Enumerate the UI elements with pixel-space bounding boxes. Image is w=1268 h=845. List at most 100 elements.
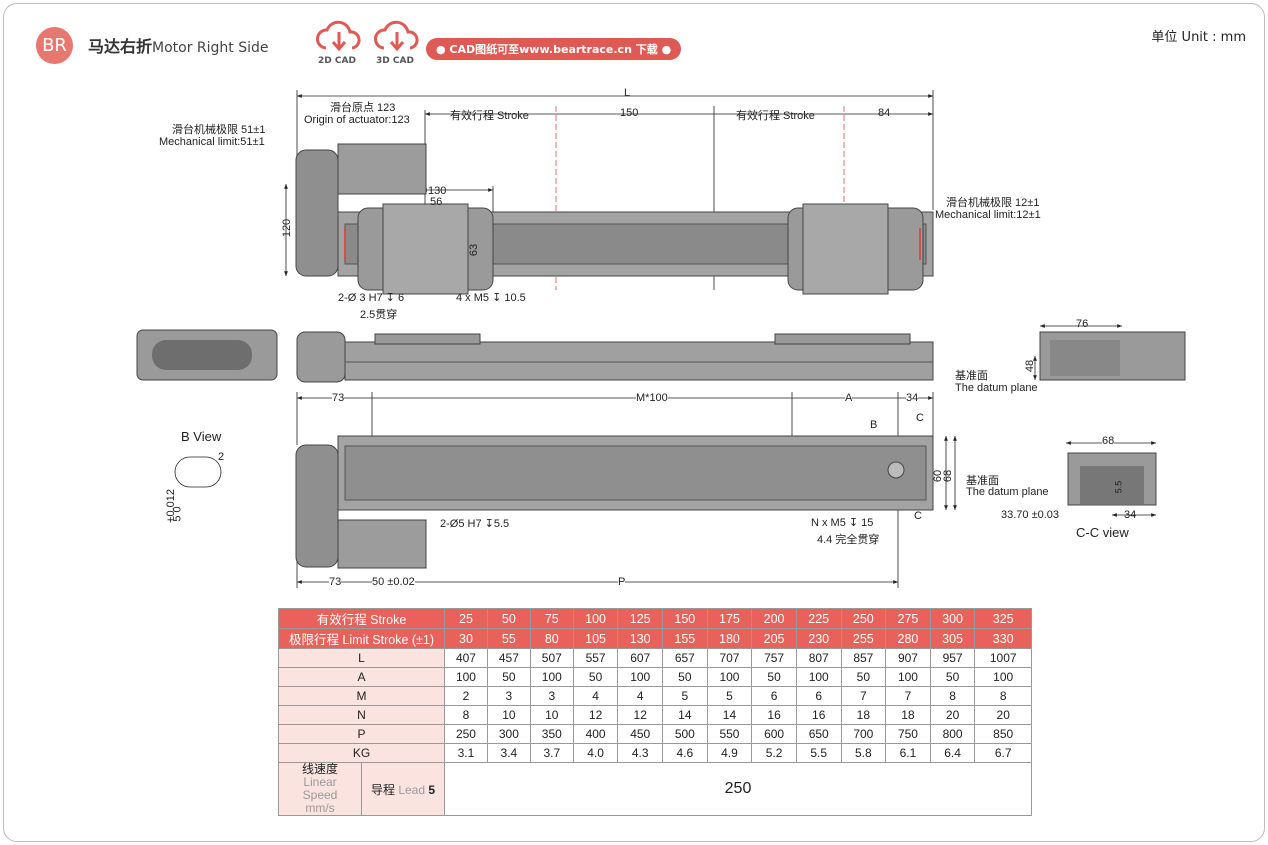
table-cell: 100 [706, 667, 753, 687]
table-cell: 100 [572, 608, 619, 629]
stroke-row-label: 有效行程 Stroke [278, 608, 445, 629]
table-cell: 807 [795, 648, 842, 668]
table-cell: 5 [706, 686, 753, 706]
table-cell: 4.3 [617, 743, 664, 763]
dim-P: P [618, 576, 626, 588]
mech-limit-left-cn: 滑台机械极限 51±1 [172, 124, 266, 136]
table-cell: 50 [486, 667, 531, 687]
table-cell: 3 [529, 686, 574, 706]
table-cell: 7 [885, 686, 931, 706]
table-cell: 10 [529, 705, 574, 725]
table-cell: 100 [529, 667, 574, 687]
dim-84: 84 [878, 107, 891, 119]
tolerance-2: 5 0 [171, 506, 184, 522]
table-cell: 225 [795, 608, 842, 629]
side-view [136, 329, 934, 383]
series-badge: BR [36, 27, 73, 64]
title-en: Motor Right Side [152, 40, 269, 56]
lead-en: Lead [398, 782, 426, 797]
technical-drawing [136, 90, 1186, 588]
hole-spec-4: N x M5 ↧ 15 [811, 517, 874, 529]
unit-label: 单位 Unit : mm [1151, 30, 1246, 45]
top-view [295, 143, 934, 295]
table-cell: 8 [974, 686, 1032, 706]
table-cell: 230 [795, 628, 842, 649]
table-cell: 507 [529, 648, 574, 668]
table-cell: 205 [751, 628, 797, 649]
table-cell: 250 [444, 724, 488, 744]
table-cell: 3.7 [529, 743, 574, 763]
dim-34-section: 34 [1124, 509, 1137, 521]
table-cell: 12 [617, 705, 664, 725]
table-cell: 20 [974, 705, 1032, 725]
table-cell: 50 [662, 667, 708, 687]
table-cell: 800 [929, 724, 976, 744]
cad-2d-button[interactable]: 2D CAD [310, 18, 368, 70]
table-cell: 125 [617, 608, 664, 629]
row-label: M [278, 686, 445, 706]
table-cell: 957 [929, 648, 976, 668]
section-C-bottom: C [914, 510, 922, 522]
datum-en: The datum plane [955, 382, 1038, 394]
section-C-top: C [916, 412, 924, 424]
table-cell: 100 [795, 667, 842, 687]
table-cell: 7 [840, 686, 887, 706]
table-cell: 155 [662, 628, 708, 649]
table-cell: 557 [572, 648, 619, 668]
hole-spec-3: 2-Ø5 H7 ↧5.5 [440, 518, 510, 530]
table-cell: 5 [662, 686, 708, 706]
table-cell: 280 [885, 628, 931, 649]
speed-unit: mm/s [305, 801, 335, 815]
table-cell: 325 [974, 608, 1032, 629]
table-cell: 3 [486, 686, 531, 706]
table-cell: 30 [444, 628, 488, 649]
end-view [1039, 331, 1186, 381]
table-cell: 50 [751, 667, 797, 687]
table-cell: 305 [929, 628, 976, 649]
origin-en: Origin of actuator:123 [304, 114, 410, 126]
dim-68: 68 [1102, 435, 1115, 447]
lead-value: 5 [428, 782, 436, 797]
datum2-en: The datum plane [966, 486, 1049, 498]
dim-120: 120 [281, 218, 294, 238]
lead-cn: 导程 [370, 782, 395, 797]
table-cell: 50 [929, 667, 976, 687]
table-cell: 650 [795, 724, 842, 744]
table-cell: 1007 [974, 648, 1032, 668]
limit-row-label: 极限行程 Limit Stroke (±1) [278, 628, 445, 649]
table-cell: 200 [751, 608, 797, 629]
cloud-download-icon [316, 20, 361, 52]
table-cell: 757 [751, 648, 797, 668]
table-cell: 100 [974, 667, 1032, 687]
table-cell: 175 [706, 608, 753, 629]
table-cell: 330 [974, 628, 1032, 649]
cloud-download-icon [374, 20, 419, 52]
download-link[interactable]: ● CAD图纸可至www.beartrace.cn 下载 ● [426, 38, 682, 60]
table-cell: 907 [885, 648, 931, 668]
bottom-view [295, 435, 934, 569]
page-frame [3, 3, 1265, 842]
table-cell: 16 [795, 705, 842, 725]
table-cell: 4.9 [706, 743, 753, 763]
cad-3d-button[interactable]: 3D CAD [368, 18, 426, 70]
mech-limit-left-en: Mechanical limit:51±1 [159, 136, 265, 148]
table-cell: 400 [572, 724, 619, 744]
origin-cn: 滑台原点 123 [330, 102, 396, 114]
table-cell: 18 [885, 705, 931, 725]
table-cell: 50 [486, 608, 531, 629]
speed-value: 250 [444, 762, 1032, 816]
table-cell: 550 [706, 724, 753, 744]
mech-limit-right-cn: 滑台机械极限 12±1 [946, 197, 1040, 209]
hole-spec-4b: 4.4 完全贯穿 [817, 534, 880, 546]
hole-spec-1: 2-Ø 3 H7 ↧ 6 [338, 292, 405, 304]
table-cell: 857 [840, 648, 887, 668]
dim-48: 48 [1024, 359, 1037, 373]
row-label: N [278, 705, 445, 725]
row-label: L [278, 648, 445, 668]
b-view-title: B View [181, 429, 222, 444]
